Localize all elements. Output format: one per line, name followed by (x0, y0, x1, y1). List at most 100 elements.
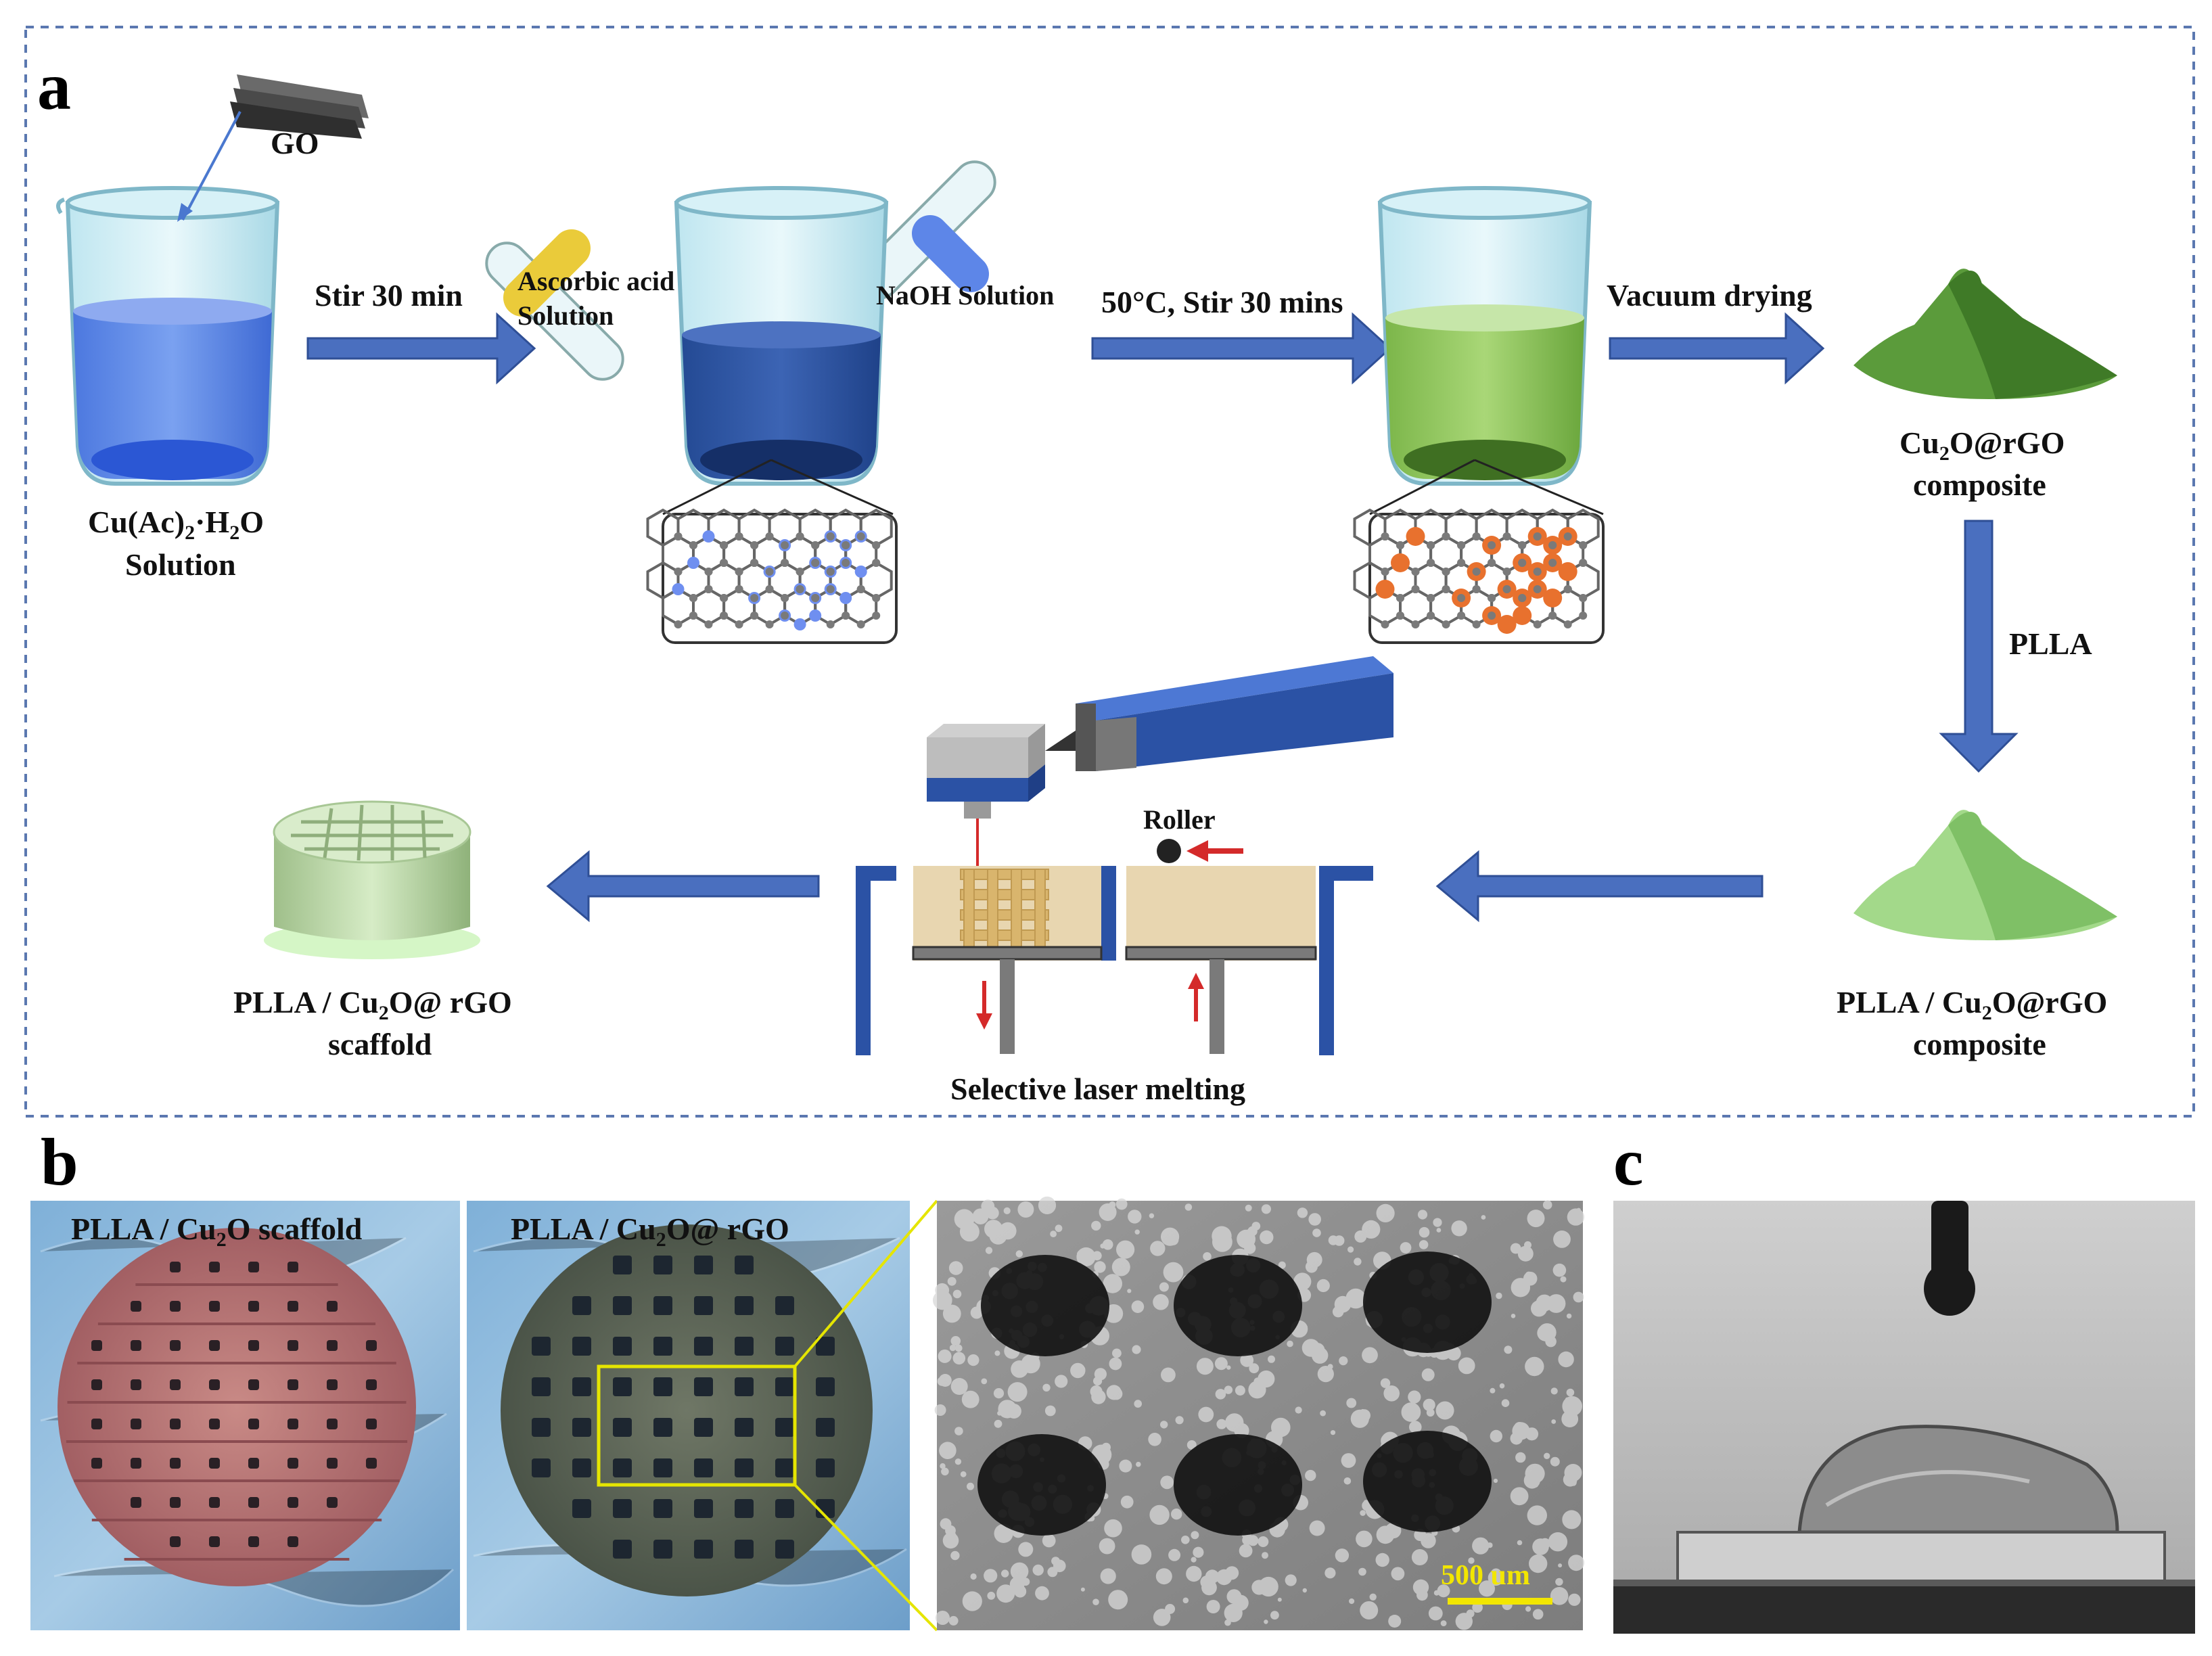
graphene-atom (750, 541, 759, 549)
graphene-atom (856, 585, 865, 593)
scaffold-pore (248, 1301, 259, 1312)
graphene-atom (1411, 568, 1420, 576)
graphene-atom (1442, 585, 1450, 593)
graphene-atom (1548, 612, 1557, 620)
powder-plla-cu2o-rgo (1853, 810, 2117, 940)
scaffold-pore (209, 1262, 220, 1272)
sem-image (933, 1196, 1585, 1630)
stir-label: Stir 30 min (315, 278, 463, 313)
scaffold-pore (91, 1379, 102, 1390)
graphene-atom (826, 620, 835, 628)
graphene-atom (796, 568, 804, 576)
graphene-atom (842, 612, 850, 620)
scaffold-pore (366, 1379, 377, 1390)
beaker1-label-line2: Solution (125, 547, 236, 582)
scaffold-pore (816, 1377, 835, 1396)
graphene-atom (856, 620, 865, 628)
graphene-atom (826, 585, 835, 593)
graphene-atom (1427, 612, 1435, 620)
scaffold-pore (248, 1536, 259, 1547)
scaffold-pore (532, 1418, 551, 1437)
scaffold-pore (131, 1301, 141, 1312)
graphene-atom (704, 585, 713, 593)
graphene-atom (781, 594, 789, 602)
scaffold-pore (209, 1419, 220, 1429)
graphene-atom (781, 612, 789, 620)
photo-plla-cu2o-scaffold (30, 1201, 460, 1630)
graphene-atom (1396, 612, 1404, 620)
scaffold-pore (613, 1540, 632, 1559)
scaffold-pore (613, 1458, 632, 1477)
scaffold-pore (613, 1337, 632, 1356)
graphene-atom (720, 612, 729, 620)
scaffold-pore (613, 1256, 632, 1274)
scaffold-pore (775, 1337, 794, 1356)
graphene-atom (687, 557, 699, 569)
scale-bar (1448, 1598, 1552, 1605)
graphene-atom (796, 585, 804, 593)
scaffold-pore (287, 1536, 298, 1547)
scaffold-pore (209, 1458, 220, 1469)
graphene-atom (811, 541, 820, 549)
graphene-atom (1488, 541, 1496, 549)
graphene-atom (735, 568, 743, 576)
graphene-atom (1548, 541, 1557, 549)
graphene-atom (765, 585, 774, 593)
scaffold-pore (816, 1418, 835, 1437)
scaffold-pore (170, 1458, 181, 1469)
scaffold-pore (327, 1301, 338, 1312)
scaffold-pore (653, 1256, 672, 1274)
scaffold-pore (694, 1337, 713, 1356)
arrow-to-slm (1435, 850, 1764, 923)
scaffold-pore (735, 1377, 754, 1396)
graphene-atom (1442, 568, 1450, 576)
graphene-atom (1579, 559, 1588, 567)
graphene-atom (1472, 568, 1481, 576)
scaffold-pore (572, 1418, 591, 1437)
graphene-atom (1457, 594, 1466, 602)
sem-pore (1363, 1251, 1492, 1353)
roller-label: Roller (1143, 804, 1216, 835)
graphene-atom (842, 541, 850, 549)
scaffold-pore (91, 1458, 102, 1469)
graphene-atom (1427, 559, 1435, 567)
contact-angle-image (1613, 1201, 2195, 1634)
scaffold-cylinder (264, 800, 480, 959)
photo2-title: PLLA / Cu2O@ rGO (511, 1212, 789, 1251)
panel-letter-a: a (37, 49, 71, 124)
graphene-atom (781, 541, 789, 549)
graphene-atom (839, 592, 852, 604)
go-sheets-icon (177, 74, 369, 222)
graphene-atom (1502, 585, 1511, 593)
scaffold-pore (735, 1458, 754, 1477)
graphene-atom (704, 620, 713, 628)
scaffold-pore (366, 1458, 377, 1469)
graphene-atom (720, 559, 729, 567)
scaffold-pore (131, 1419, 141, 1429)
graphene-atom (1563, 585, 1572, 593)
heat-stir-label: 50°C, Stir 30 mins (1101, 285, 1343, 319)
ascorbic-label-line1: Ascorbic acid (517, 266, 675, 296)
vacuum-drying-label: Vacuum drying (1607, 278, 1812, 313)
scaffold-pore (653, 1418, 672, 1437)
graphene-atom (1457, 612, 1466, 620)
scaffold-pore (170, 1262, 181, 1272)
scaffold-pore (248, 1340, 259, 1351)
graphene-inset-blue (646, 508, 898, 644)
scaffold-pore (653, 1337, 672, 1356)
scaffold-pore (775, 1418, 794, 1437)
scaffold-pore (327, 1340, 338, 1351)
scaffold-pore (613, 1418, 632, 1437)
powder2-label-line1: PLLA / Cu2O@rGO (1837, 985, 2108, 1025)
graphene-atom (1488, 594, 1496, 602)
graphene-atom (720, 594, 729, 602)
scaffold-pore (735, 1540, 754, 1559)
graphene-atom (674, 532, 683, 540)
graphene-atom (1396, 594, 1404, 602)
scaffold-pore (131, 1340, 141, 1351)
graphene-atom (1396, 541, 1404, 549)
scaffold-pore (209, 1301, 220, 1312)
powder-cu2o-rgo (1853, 269, 2117, 399)
graphene-atom (1411, 620, 1420, 628)
